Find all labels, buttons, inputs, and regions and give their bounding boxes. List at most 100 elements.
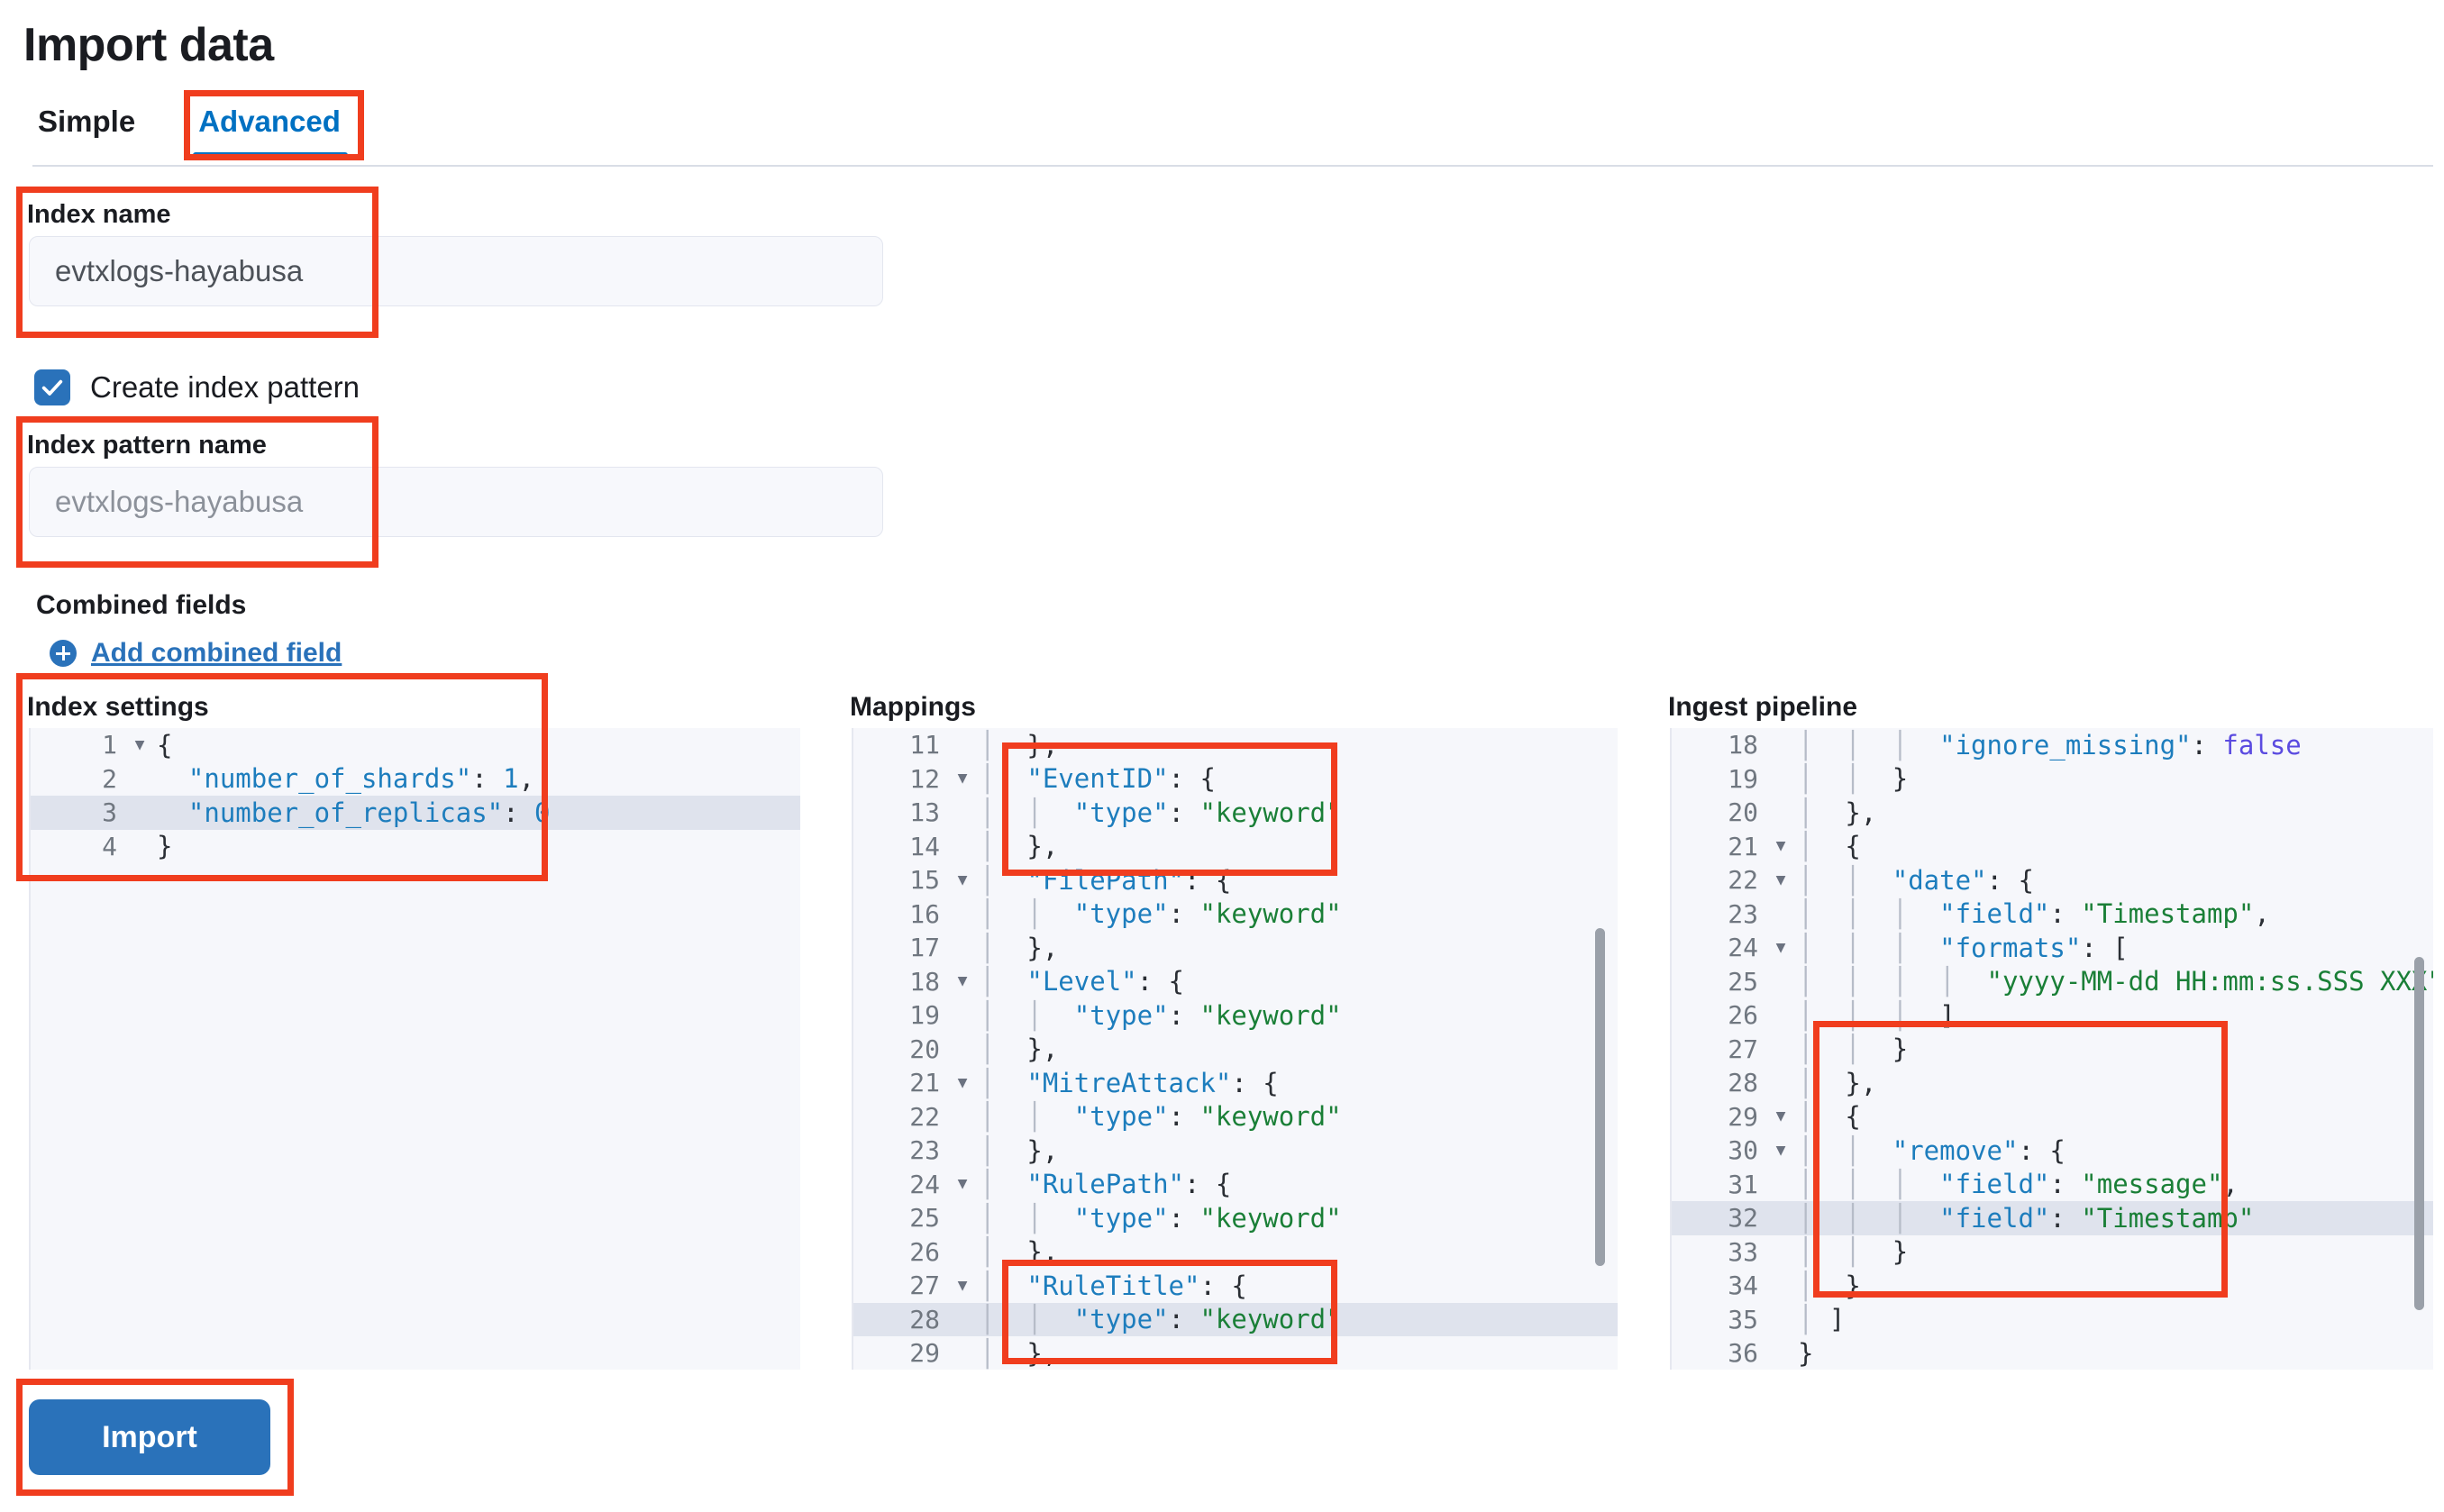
code-text: │ },	[980, 1134, 1059, 1166]
code-line: 18 │ │ │ "ignore_missing": false	[1672, 728, 2433, 762]
mappings-editor[interactable]: 11 │ }, 12 ▼ │ "EventID": { 13 │ │ "type": "ke…	[852, 728, 1618, 1370]
code-text: │ },	[980, 932, 1059, 963]
code-line: 27 │ │ }	[1672, 1033, 2433, 1067]
code-line: 23│ },	[853, 1134, 1618, 1168]
index-settings-editor[interactable]: 1▼{2 "number_of_shards": 1,3 "number_of_…	[29, 728, 800, 1370]
code-text: │ "EventID": {	[980, 763, 1216, 795]
line-number: 33	[1728, 1236, 1758, 1267]
mappings-scrollbar[interactable]	[1595, 928, 1605, 1266]
code-text: │ │ │ "ignore_missing": false	[1798, 729, 2302, 761]
line-number: 18	[1728, 730, 1758, 761]
code-text: │ │ }	[1798, 1236, 1909, 1268]
line-number: 24	[1728, 933, 1758, 963]
code-line: 23│ │ │ "field": "Timestamp",	[1672, 897, 2433, 932]
index-pattern-name-input[interactable]: evtxlogs-hayabusa	[29, 467, 883, 537]
code-text: │ │ │ "field": "Timestamp",	[1798, 898, 2270, 930]
code-text: │ ]	[1798, 1304, 1846, 1335]
line-number: 11	[909, 730, 940, 761]
create-index-pattern-checkbox[interactable]	[34, 369, 70, 405]
code-text: │ "RulePath": {	[980, 1169, 1232, 1200]
import-button[interactable]: Import	[29, 1399, 270, 1475]
code-line: 25│ │ "type": "keyword"	[853, 1201, 1618, 1235]
code-line: 30▼│ │ "remove": {	[1672, 1134, 2433, 1168]
line-number: 13	[909, 797, 940, 828]
code-line: 2 "number_of_shards": 1,	[31, 762, 800, 797]
fold-caret-icon[interactable]: ▼	[1775, 937, 1786, 957]
code-line: 13 │ │ "type": "keyword"	[853, 796, 1618, 830]
tab-bar: Simple Advanced	[32, 99, 371, 159]
code-text: │ },	[1798, 1067, 1877, 1098]
create-index-pattern-label: Create index pattern	[90, 370, 360, 404]
line-number: 29	[1728, 1101, 1758, 1132]
fold-caret-icon[interactable]: ▼	[134, 734, 145, 754]
line-number: 2	[102, 763, 117, 794]
index-settings-title: Index settings	[27, 692, 209, 722]
line-number: 27	[1728, 1034, 1758, 1064]
line-number: 1	[102, 730, 117, 761]
line-number: 14	[909, 831, 940, 861]
code-text: │ │ "type": "keyword"	[980, 797, 1342, 828]
line-number: 17	[909, 933, 940, 963]
line-number: 4	[102, 831, 117, 861]
code-text: │ │ │ "field": "Timestamp"	[1798, 1202, 2255, 1234]
line-number: 21	[1728, 831, 1758, 861]
mappings-title: Mappings	[850, 692, 976, 722]
ingest-pipeline-scrollbar[interactable]	[2414, 957, 2424, 1310]
code-line: 28│ │ "type": "keyword"	[853, 1302, 1618, 1336]
code-text: │ │ │ "field": "message",	[1798, 1169, 2239, 1200]
code-line: 29│ },	[853, 1336, 1618, 1370]
code-text: │ │ "remove": {	[1798, 1134, 2066, 1166]
fold-caret-icon[interactable]: ▼	[957, 1072, 968, 1092]
line-number: 15	[909, 865, 940, 896]
code-line: 22▼│ │ "date": {	[1672, 863, 2433, 897]
code-text: │ {	[1798, 1101, 1861, 1133]
line-number: 28	[1728, 1068, 1758, 1098]
code-line: 27▼│ "RuleTitle": {	[853, 1269, 1618, 1303]
plus-circle-icon	[50, 640, 77, 667]
code-text: │ },	[980, 1236, 1059, 1268]
line-number: 12	[909, 763, 940, 794]
fold-caret-icon[interactable]: ▼	[1775, 870, 1786, 889]
code-line: 26│ },	[853, 1235, 1618, 1270]
fold-caret-icon[interactable]: ▼	[957, 1275, 968, 1295]
code-line: 29 ▼ │ {	[1672, 1100, 2433, 1134]
code-line: 34│ }	[1672, 1269, 2433, 1303]
line-number: 35	[1728, 1304, 1758, 1334]
code-text: │ │ "type": "keyword"	[980, 1202, 1342, 1234]
line-number: 26	[1728, 1000, 1758, 1031]
index-pattern-name-label: Index pattern name	[27, 431, 267, 460]
code-text: │ │ }	[1798, 763, 1909, 795]
fold-caret-icon[interactable]: ▼	[957, 1174, 968, 1194]
code-text: │ │ }	[1798, 1034, 1909, 1065]
add-combined-field-label: Add combined field	[91, 638, 342, 668]
fold-caret-icon[interactable]: ▼	[957, 971, 968, 991]
index-name-input[interactable]: evtxlogs-hayabusa	[29, 236, 883, 306]
create-index-pattern-row[interactable]: Create index pattern	[34, 369, 360, 405]
combined-fields-label: Combined fields	[36, 590, 247, 620]
code-text: │ "Level": {	[980, 966, 1184, 997]
code-text: │ │ "type": "keyword"	[980, 1304, 1342, 1335]
add-combined-field-button[interactable]: Add combined field	[50, 638, 342, 669]
code-line: 12 ▼ │ "EventID": {	[853, 762, 1618, 797]
code-text: │ },	[980, 831, 1059, 862]
code-text: }	[157, 831, 173, 862]
code-line: 20│ },	[1672, 796, 2433, 830]
fold-caret-icon[interactable]: ▼	[957, 769, 968, 788]
fold-caret-icon[interactable]: ▼	[1775, 836, 1786, 856]
fold-caret-icon[interactable]: ▼	[1775, 1140, 1786, 1160]
code-line: 25│ │ │ │ "yyyy-MM-dd HH:mm:ss.SSS XXX"	[1672, 965, 2433, 999]
code-text: │ │ "date": {	[1798, 864, 2034, 896]
code-line: 14 │ },	[853, 830, 1618, 864]
line-number: 20	[909, 1034, 940, 1064]
tab-simple[interactable]: Simple	[38, 105, 136, 138]
fold-caret-icon[interactable]: ▼	[1775, 1107, 1786, 1126]
line-number: 22	[909, 1101, 940, 1132]
tab-advanced[interactable]: Advanced	[168, 99, 371, 159]
line-number: 16	[909, 898, 940, 929]
code-line: 32│ │ │ "field": "Timestamp"	[1672, 1201, 2433, 1235]
line-number: 25	[1728, 966, 1758, 997]
fold-caret-icon[interactable]: ▼	[957, 870, 968, 889]
code-line: 15▼│ "FilePath": {	[853, 863, 1618, 897]
